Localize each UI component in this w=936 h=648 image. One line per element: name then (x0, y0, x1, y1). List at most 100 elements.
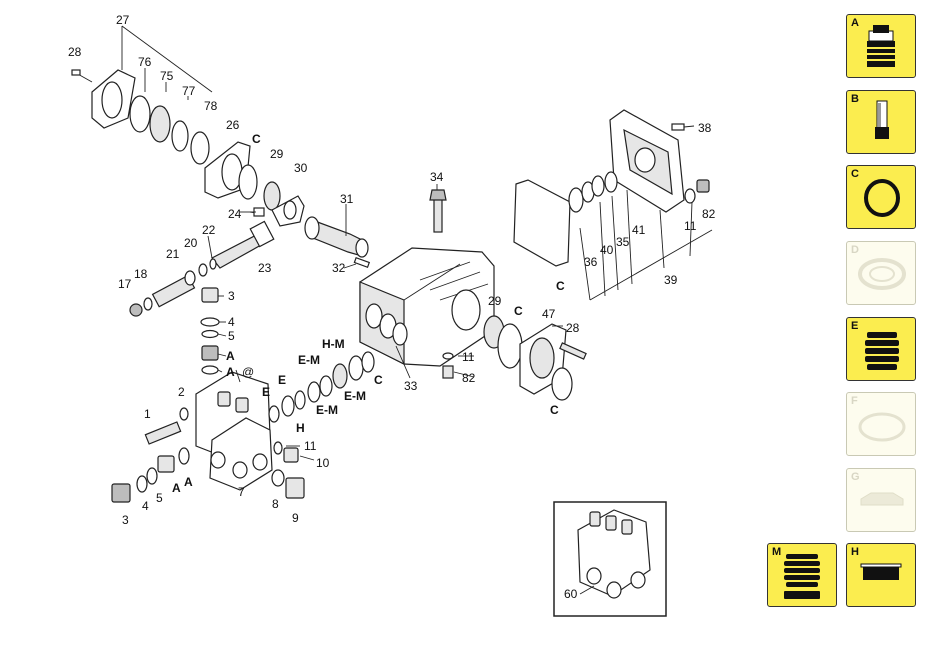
gasket-ring-icon (858, 412, 906, 442)
kit-c-button[interactable]: C (846, 165, 916, 229)
kit-f-button[interactable]: F (846, 392, 916, 456)
label-39: 39 (664, 273, 678, 287)
kit-m-button[interactable]: M (767, 543, 837, 607)
label-29: 29 (270, 147, 284, 161)
label-5: 5 (156, 491, 163, 505)
kit-letter: A (851, 17, 859, 29)
lower-valve-parts (111, 447, 190, 503)
crankshaft-23 (211, 207, 275, 269)
kit-b-button[interactable]: B (846, 90, 916, 154)
kit-h-button[interactable]: H (846, 543, 916, 607)
label-78: 78 (204, 99, 218, 113)
label-17: 17 (118, 277, 132, 291)
kit-letter: F (851, 395, 858, 407)
manifold-block (144, 371, 273, 491)
label-30: 30 (294, 161, 308, 175)
label-47: 47 (542, 307, 556, 321)
label-c: C (374, 373, 383, 387)
label-41: 41 (632, 223, 646, 237)
valve-stack (200, 287, 220, 375)
label-77: 77 (182, 84, 196, 98)
label-11: 11 (462, 350, 475, 364)
label-3: 3 (228, 289, 235, 303)
kit-a-button[interactable]: A (846, 14, 916, 78)
label-36: 36 (584, 255, 598, 269)
inset-manifold-60 (553, 501, 667, 617)
label-11: 11 (304, 439, 317, 453)
label-c: C (556, 279, 565, 293)
label-1: 1 (144, 407, 151, 421)
kit-g-button[interactable]: G (846, 468, 916, 532)
part-labels: 27 28 76 75 77 78 26 C 29 30 24 31 34 22… (68, 13, 716, 601)
label-h-m: H-M (322, 337, 345, 351)
label-e-m: E-M (298, 353, 320, 367)
label-at: @ (242, 365, 254, 379)
plunger-icon (875, 100, 889, 139)
head-seal-icon (860, 563, 902, 580)
oil-cover-group (513, 109, 713, 301)
leader-lines (207, 125, 695, 461)
kit-letter: H (851, 546, 859, 558)
label-a: A (226, 349, 235, 363)
label-5: 5 (228, 329, 235, 343)
label-e-m: E-M (316, 403, 338, 417)
label-22: 22 (202, 223, 216, 237)
packing-seals (268, 351, 375, 423)
label-a: A (184, 475, 193, 489)
label-e: E (278, 373, 286, 387)
label-40: 40 (600, 243, 614, 257)
label-8: 8 (272, 497, 279, 511)
kit-e-button[interactable]: E (846, 317, 916, 381)
label-c: C (514, 304, 523, 318)
label-75: 75 (160, 69, 174, 83)
connecting-rod-31 (304, 204, 371, 268)
kit-letter: M (772, 546, 782, 558)
oil-seal-icon (858, 258, 906, 290)
label-a: A (172, 481, 181, 495)
label-7: 7 (238, 485, 245, 499)
o-ring-c (238, 164, 258, 200)
label-26: 26 (226, 118, 240, 132)
oil-seal-29 (263, 181, 281, 211)
label-10: 10 (316, 456, 330, 470)
label-23: 23 (258, 261, 272, 275)
label-76: 76 (138, 55, 152, 69)
packing-seals-icon (865, 332, 899, 370)
label-h: H (296, 421, 305, 435)
rear-cover-group (483, 315, 587, 401)
label-29: 29 (488, 294, 502, 308)
label-38: 38 (698, 121, 712, 135)
label-e-m: E-M (344, 389, 366, 403)
plunger-parts (129, 258, 217, 317)
label-9: 9 (292, 511, 299, 525)
label-28: 28 (68, 45, 82, 59)
bearing-cover-group (71, 25, 305, 227)
label-31: 31 (340, 192, 354, 206)
label-34: 34 (430, 170, 444, 184)
label-28: 28 (566, 321, 580, 335)
label-27: 27 (116, 13, 130, 27)
shim-78 (190, 131, 210, 165)
label-c: C (550, 403, 559, 417)
label-3: 3 (122, 513, 129, 527)
label-33: 33 (404, 379, 418, 393)
kit-letter: G (851, 471, 860, 483)
label-18: 18 (134, 267, 148, 281)
label-21: 21 (166, 247, 180, 261)
label-4: 4 (142, 499, 149, 513)
label-11: 11 (684, 219, 697, 233)
kit-letter: E (851, 320, 859, 332)
kit-letter: C (851, 168, 859, 180)
label-c: C (252, 132, 261, 146)
valve-assembly-icon (867, 25, 895, 67)
label-2: 2 (178, 385, 185, 399)
kit-d-button[interactable]: D (846, 241, 916, 305)
bearing-cover-icon (860, 492, 904, 506)
bearing-75 (149, 105, 171, 143)
kit-letter: B (851, 93, 859, 105)
label-35: 35 (616, 235, 630, 249)
label-24: 24 (228, 207, 242, 221)
crankcase-33 (359, 189, 495, 367)
label-82: 82 (462, 371, 476, 385)
